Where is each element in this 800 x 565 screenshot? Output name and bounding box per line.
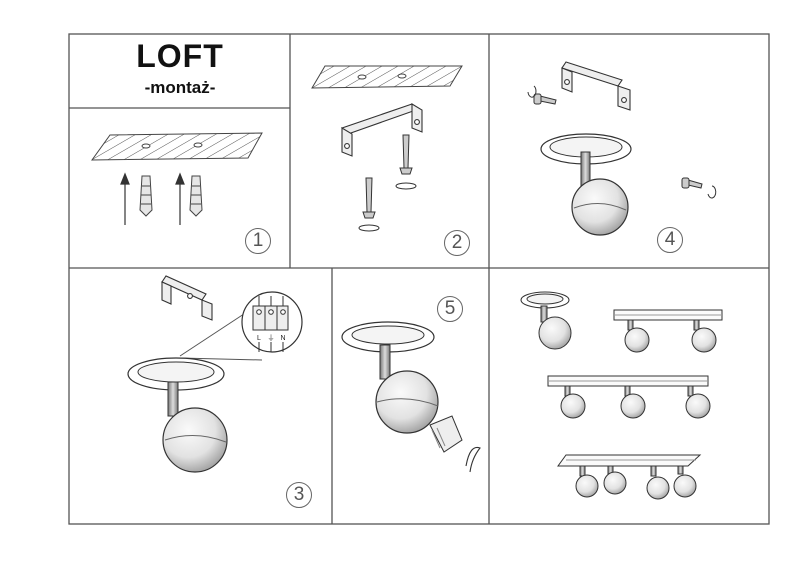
terminal-label: L bbox=[257, 335, 261, 342]
retaining-clip-icon bbox=[465, 446, 481, 473]
page-title: LOFT bbox=[136, 38, 224, 74]
step-3-illustration: L ⏚ N bbox=[127, 275, 303, 473]
terminal-block-icon bbox=[252, 296, 289, 352]
panel-grid bbox=[68, 33, 770, 525]
step-number-1: 1 bbox=[245, 228, 271, 254]
wall-plug-icon bbox=[139, 175, 203, 217]
step-4-illustration bbox=[527, 61, 717, 236]
step-number-2: 2 bbox=[444, 230, 470, 256]
variants-illustration bbox=[520, 291, 723, 500]
step-1-illustration bbox=[91, 132, 263, 225]
terminal-label: N bbox=[280, 335, 285, 342]
page-subtitle: -montaż- bbox=[144, 78, 216, 97]
step-5-illustration bbox=[341, 321, 481, 473]
step-number-3: 3 bbox=[286, 482, 312, 508]
arrow-up-icon bbox=[120, 172, 185, 225]
bulb-icon bbox=[429, 415, 463, 453]
step-2-illustration bbox=[311, 65, 463, 232]
step-number-5: 5 bbox=[437, 296, 463, 322]
mounting-bracket-icon bbox=[340, 103, 423, 157]
screw-icon bbox=[362, 134, 413, 219]
terminal-label: ⏚ bbox=[268, 334, 275, 342]
mounting-bracket-icon bbox=[561, 61, 631, 111]
screw-icon bbox=[533, 93, 703, 189]
mounting-bracket-icon bbox=[161, 275, 213, 321]
step-number-4: 4 bbox=[657, 227, 683, 253]
